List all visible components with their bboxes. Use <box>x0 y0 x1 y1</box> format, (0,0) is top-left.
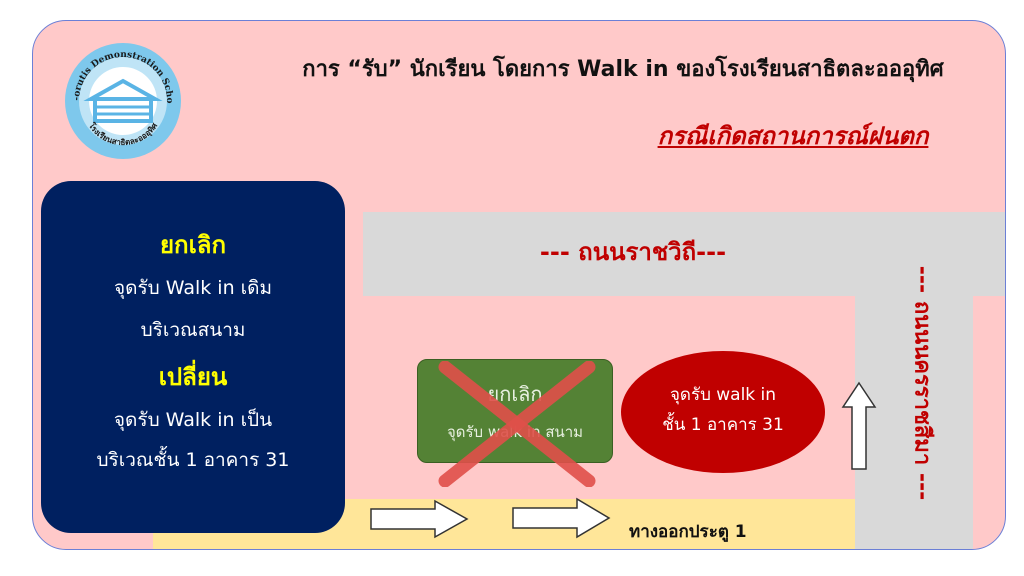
change-line-2: บริเวณชั้น 1 อาคาร 31 <box>96 449 290 471</box>
arrow-right-icon <box>512 497 611 539</box>
cancel-line-2: บริเวณสนาม <box>140 319 246 341</box>
change-line-1: จุดรับ Walk in เป็น <box>113 409 273 431</box>
exit-gate-label: ทางออกประตู 1 <box>629 522 747 542</box>
arrow-up-icon <box>841 381 877 470</box>
map-frame: --- ถนนราชวิถี--- --- ถนนนครราชสีมา --- … <box>32 20 1006 550</box>
road-nakhon-ratchasima-label: --- ถนนนครราชสีมา --- <box>909 265 935 501</box>
cancel-heading: ยกเลิก <box>159 231 227 259</box>
new-pickup-point: จุดรับ walk in ชั้น 1 อาคาร 31 <box>621 351 825 473</box>
page-subtitle: กรณีเกิดสถานการณ์ฝนตก <box>657 122 929 150</box>
page-title: การ “รับ” นักเรียน โดยการ Walk in ของโรง… <box>302 57 944 82</box>
new-point-label-2: ชั้น 1 อาคาร 31 <box>662 415 784 435</box>
new-point-label-1: จุดรับ walk in <box>669 385 777 405</box>
change-heading: เปลี่ยน <box>158 363 228 391</box>
road-ratchawithi-label: --- ถนนราชวิถี--- <box>539 238 727 266</box>
school-logo: La-orutis Demonstration School โรงเรียนส… <box>63 41 181 159</box>
cancel-line-1: จุดรับ Walk in เดิม <box>113 277 273 299</box>
info-panel: ยกเลิก จุดรับ Walk in เดิม บริเวณสนาม เป… <box>41 181 345 533</box>
school-building-icon <box>83 78 163 123</box>
road-nakhon-ratchasima <box>855 212 973 549</box>
cancel-cross-icon <box>438 361 596 487</box>
arrow-right-icon <box>370 499 469 539</box>
